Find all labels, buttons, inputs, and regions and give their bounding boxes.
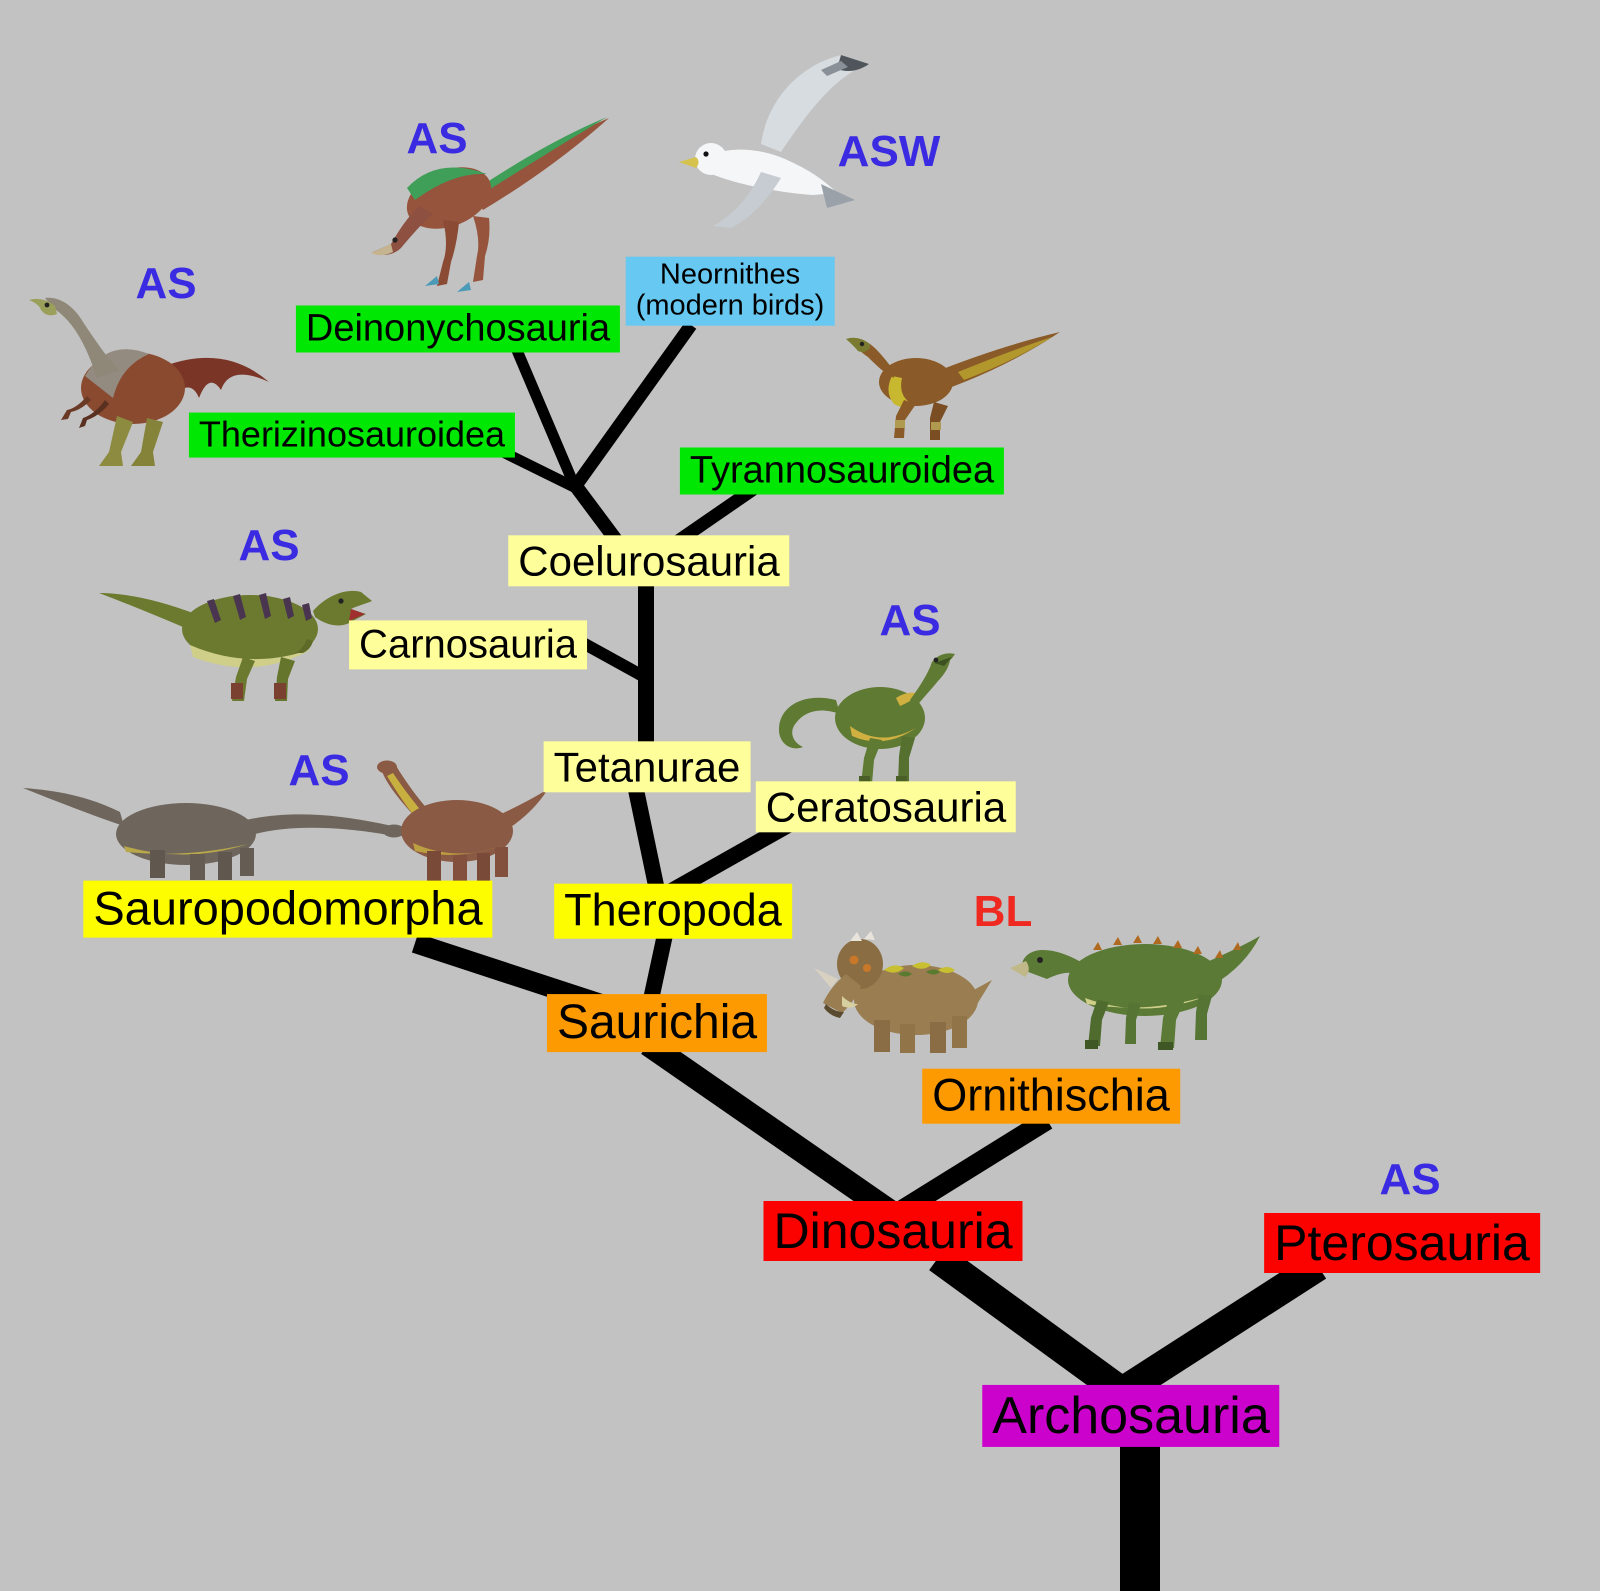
sauropod-gray-illustration (18, 750, 408, 880)
clade-label-ceratosauria: Ceratosauria (755, 781, 1017, 833)
clade-label-archosauria: Archosauria (982, 1384, 1280, 1448)
dromaeosaur-illustration (357, 106, 612, 314)
credit-as-carnosaur: AS (238, 521, 300, 570)
therizinosaur-illustration (25, 276, 273, 472)
gull-illustration (663, 42, 878, 257)
credit-bl-ornithischian: BL (973, 887, 1033, 936)
credit-as-therizinosaur: AS (135, 259, 197, 308)
clade-label-pterosauria: Pterosauria (1264, 1213, 1540, 1273)
clade-label-saurichia: Saurichia (546, 994, 768, 1052)
centrosaur-illustration (812, 916, 994, 1054)
branch-pterosauria-to-archosauria (1113, 1253, 1327, 1405)
clade-label-tetanurae: Tetanurae (543, 741, 751, 793)
neornithes-line1: Neornithes (659, 258, 801, 291)
tyrannosauroid-illustration (840, 320, 1062, 442)
clade-label-ornithischia: Ornithischia (922, 1068, 1180, 1124)
clade-label-theropoda: Theropoda (554, 883, 792, 939)
credit-as-dromaeosaur: AS (406, 114, 468, 163)
branch-therizinosauroidea-to-paraves-node (500, 447, 583, 495)
clade-label-dinosauria: Dinosauria (763, 1201, 1023, 1261)
branch-saurichia-to-dinosauria (641, 1034, 909, 1230)
credit-as-pterosaur: AS (1379, 1155, 1441, 1204)
branch-tetanurae-to-theropoda (627, 783, 666, 897)
neornithes-line2: (modern birds) (635, 290, 825, 322)
clade-label-therizinosauroidea: Therizinosauroidea (188, 412, 516, 458)
iguanodont-illustration (993, 900, 1263, 1050)
branch-deinonychosauria-to-paraves-node (510, 345, 581, 490)
credit-as-ceratosaur: AS (879, 596, 941, 645)
sauropod-brown-illustration (335, 755, 550, 883)
clade-label-coelurosauria: Coelurosauria (508, 535, 790, 587)
branch-ceratosauria-to-theropoda (664, 817, 794, 900)
clade-label-sauropodomorpha: Sauropodomorpha (83, 880, 493, 938)
clade-label-deinonychosauria: Deinonychosauria (295, 305, 621, 353)
branch-carnosauria-to-tetanurae (580, 637, 653, 686)
clade-label-carnosauria: Carnosauria (349, 620, 587, 670)
carnosaur-illustration (95, 565, 380, 705)
clade-label-neornithes: Neornithes (modern birds) (625, 256, 835, 326)
branch-neornithes-to-paraves-node (569, 321, 697, 491)
credit-asw-gull: ASW (837, 127, 941, 176)
branch-dinosauria-to-archosauria (929, 1245, 1131, 1405)
ceratosaur-illustration (768, 636, 968, 790)
clade-label-tyrannosauroidea: Tyrannosauroidea (679, 447, 1005, 495)
credit-as-sauropod: AS (288, 746, 350, 795)
